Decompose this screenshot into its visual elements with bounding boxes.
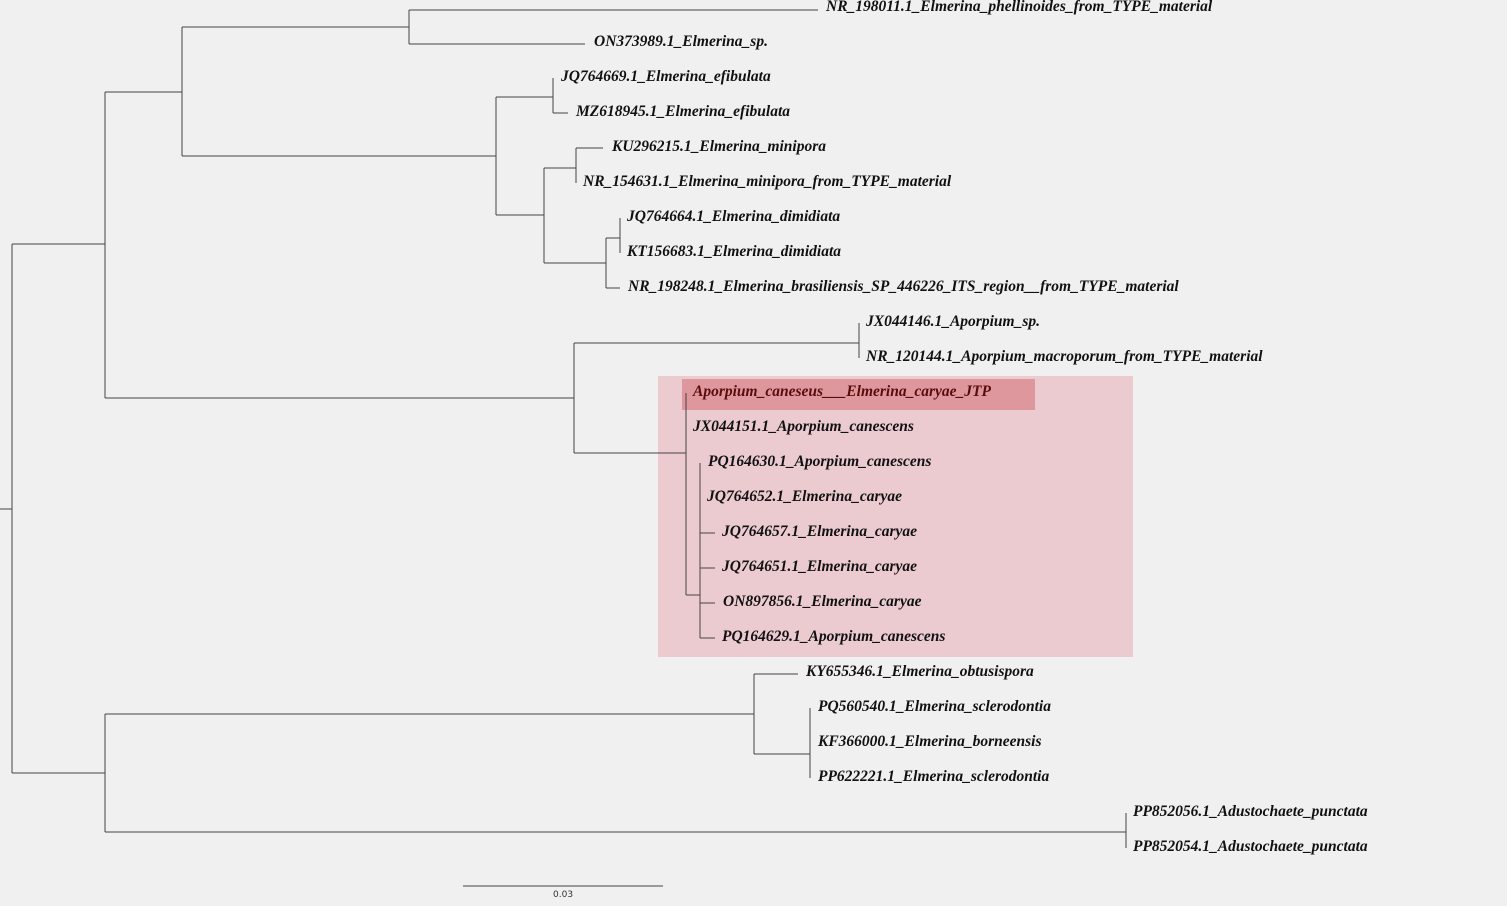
branch-elmerina-clade <box>105 27 183 156</box>
tip-label[interactable]: KY655346.1_Elmerina_obtusispora <box>806 663 1034 680</box>
tip-label[interactable]: PQ164630.1_Aporpium_canescens <box>708 453 932 470</box>
tip-label[interactable]: ON373989.1_Elmerina_sp. <box>594 33 768 50</box>
tip-label[interactable]: KU296215.1_Elmerina_minipora <box>612 138 827 155</box>
tip-label[interactable]: ON897856.1_Elmerina_caryae <box>723 593 922 610</box>
root-branch <box>0 244 13 773</box>
tip-label[interactable]: JQ764651.1_Elmerina_caryae <box>722 558 918 575</box>
tip-label[interactable]: NR_154631.1_Elmerina_minipora_from_TYPE_… <box>583 173 952 190</box>
branch-outgroup <box>12 714 106 832</box>
tip-label[interactable]: NR_198011.1_Elmerina_phellinoides_from_T… <box>826 0 1213 15</box>
tip-label[interactable]: PP852054.1_Adustochaete_punctata <box>1133 838 1368 855</box>
tip-label[interactable]: PQ560540.1_Elmerina_sclerodontia <box>818 698 1051 715</box>
tip-label[interactable]: JQ764664.1_Elmerina_dimidiata <box>627 208 841 225</box>
tip-label[interactable]: JQ764652.1_Elmerina_caryae <box>707 488 903 505</box>
tip-label[interactable]: Aporpium_caneseus___Elmerina_caryae_JTP <box>693 383 991 400</box>
tip-label[interactable]: KT156683.1_Elmerina_dimidiata <box>627 243 842 260</box>
branch-aporpium-clade <box>105 343 575 453</box>
tip-label[interactable]: PP852056.1_Adustochaete_punctata <box>1133 803 1368 820</box>
clade-highlight <box>658 376 1133 657</box>
tip-label[interactable]: NR_198248.1_Elmerina_brasiliensis_SP_446… <box>628 278 1179 295</box>
tip-label[interactable]: JX044146.1_Aporpium_sp. <box>866 313 1040 330</box>
scale-bar-label: 0.03 <box>553 890 574 900</box>
tip-label[interactable]: PQ164629.1_Aporpium_canescens <box>722 628 946 645</box>
tip-label[interactable]: PP622221.1_Elmerina_sclerodontia <box>818 768 1050 785</box>
tip-label[interactable]: MZ618945.1_Elmerina_efibulata <box>576 103 790 120</box>
tip-label[interactable]: KF366000.1_Elmerina_borneensis <box>818 733 1042 750</box>
tip-label[interactable]: JQ764657.1_Elmerina_caryae <box>722 523 918 540</box>
selected-tip-highlight <box>682 379 1035 410</box>
tip-label[interactable]: JX044151.1_Aporpium_canescens <box>693 418 914 435</box>
branch-elmerina-aporpium <box>12 92 106 398</box>
tip-label[interactable]: JQ764669.1_Elmerina_efibulata <box>561 68 771 85</box>
tip-label[interactable]: NR_120144.1_Aporpium_macroporum_from_TYP… <box>866 348 1263 365</box>
